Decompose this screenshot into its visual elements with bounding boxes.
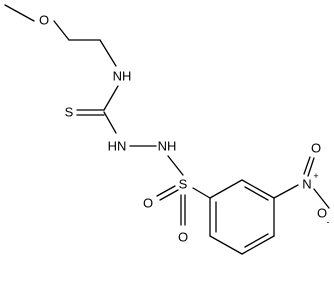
atom-labels: O NH S HN NH S O O N + O O - [39,13,330,245]
bond-ch2-nh [99,39,117,67]
bond-ring-n [273,184,299,199]
bond-s-o-left-2 [159,189,179,201]
atom-n-nitro: N [302,177,311,192]
charge-o-minus: - [327,217,330,227]
atom-nh-amine: NH [113,69,132,84]
bond-nh-c [103,85,119,111]
ring-inner-1 [244,186,269,201]
atom-o-nitro-bottom: O [317,206,327,221]
ring-bond-5 [209,235,243,255]
bond-s-o-left-1 [156,185,176,197]
atom-o-methoxy: O [39,13,49,28]
atom-nh-hydrazine: NH [158,139,177,154]
bond-nh-so2 [167,155,184,176]
bond-lines [4,4,330,255]
ring-bond-2 [241,179,275,199]
atom-o-nitro-top: O [311,141,321,156]
bond-methyl-o [4,4,35,22]
atom-o-sulfonyl-left: O [143,196,153,211]
bond-s-ring [192,187,211,199]
ring-bond-1 [209,179,243,199]
charge-n-plus: + [313,171,318,181]
atom-hn-hydrazine: HN [108,139,127,154]
bond-n-o-top-1 [307,157,315,177]
bond-o-ch2 [53,20,70,41]
ring-inner-2 [244,233,269,248]
bond-n-o-bottom [313,188,330,209]
ring-bond-4 [241,235,275,255]
atom-o-sulfonyl-bottom: O [178,230,188,245]
bond-c-hn [103,111,117,134]
bond-n-o-top-2 [303,156,311,175]
atom-s-thione: S [65,105,74,120]
atom-s-sulfonyl: S [179,177,188,192]
